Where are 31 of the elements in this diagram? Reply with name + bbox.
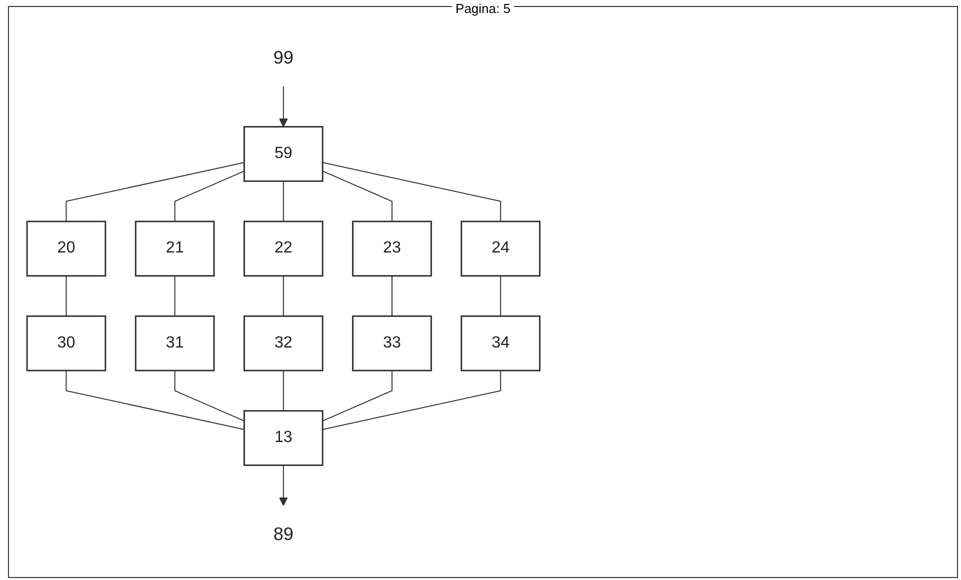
connector <box>174 276 176 316</box>
connector <box>322 370 392 422</box>
node-box: 34 <box>460 315 541 372</box>
node-box: 20 <box>26 220 106 277</box>
connector <box>174 170 244 222</box>
connector <box>282 181 284 222</box>
connector <box>66 276 67 316</box>
node-box: 13 <box>243 410 324 466</box>
connector <box>66 370 244 430</box>
node-text: 89 <box>273 524 294 544</box>
node-box: 24 <box>460 220 541 277</box>
node-box: 33 <box>352 315 432 372</box>
node-box: 23 <box>352 220 432 277</box>
node-box: 22 <box>243 220 324 277</box>
arrow <box>278 86 288 128</box>
connector <box>282 370 284 411</box>
connector <box>500 276 502 316</box>
arrow <box>278 465 288 506</box>
node-box: 30 <box>26 315 106 372</box>
connector <box>322 170 392 222</box>
node-box: 32 <box>243 315 324 372</box>
connector <box>174 370 244 422</box>
page-label: Pagina: 5 <box>452 1 514 16</box>
node-box: 59 <box>243 126 324 182</box>
node-text: 99 <box>273 47 294 68</box>
connector <box>322 162 502 222</box>
node-box: 21 <box>134 220 215 277</box>
connector <box>66 162 244 222</box>
node-box: 31 <box>134 315 215 372</box>
connector <box>282 276 284 316</box>
connector <box>322 370 502 430</box>
